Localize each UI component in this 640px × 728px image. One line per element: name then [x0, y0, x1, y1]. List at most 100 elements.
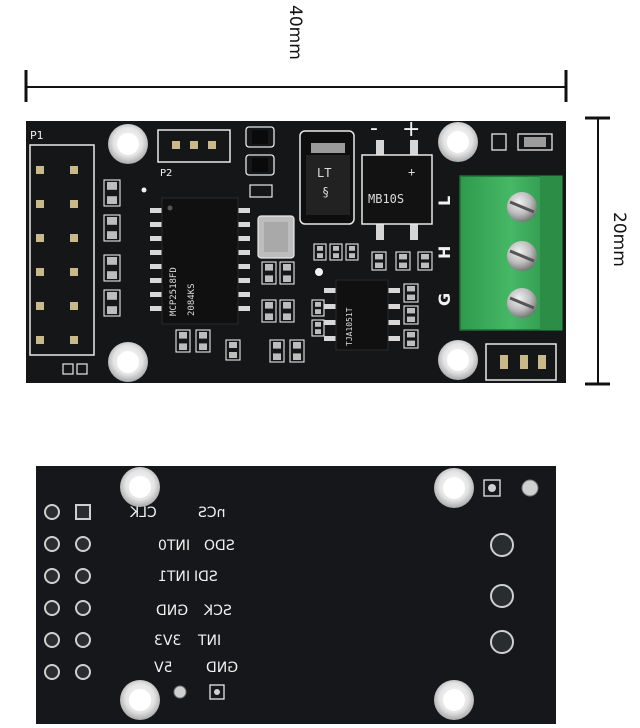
smd-pad — [107, 257, 117, 265]
smd-pad — [283, 264, 291, 271]
pin-label-grid: CLK nCS INT0 SDO INT1 SDI GND SCK 3V3 IN… — [129, 505, 238, 676]
pin-label-left: GND — [156, 603, 188, 619]
smd-pad — [229, 342, 237, 348]
smd-component — [175, 329, 191, 353]
pin-label-right: INT — [198, 633, 222, 649]
smd-component — [279, 261, 295, 285]
header-pin — [36, 268, 44, 276]
header-pin — [70, 268, 78, 276]
bottom-right-header — [485, 343, 557, 381]
width-dimension: 40mm — [24, 5, 568, 102]
smd-pad — [273, 353, 281, 360]
smd-pad — [283, 313, 291, 320]
smd-pad — [375, 262, 383, 268]
chip-leg — [150, 250, 164, 255]
solder-joint — [490, 533, 514, 557]
smd-pad — [315, 302, 321, 307]
smd-pad — [349, 253, 355, 258]
smd-component — [103, 179, 121, 207]
header-pin — [36, 166, 44, 174]
chip-leg — [150, 278, 164, 283]
terminal-h-label: H — [435, 246, 454, 259]
solder-joint — [44, 504, 60, 520]
smd-component — [403, 329, 419, 349]
smd-pad — [317, 246, 323, 251]
chip-leg — [150, 264, 164, 269]
smd-component — [103, 289, 121, 317]
chip-leg — [386, 336, 400, 341]
svg-text:MCP2518FD: MCP2518FD — [169, 267, 179, 316]
smd-pad — [315, 322, 321, 327]
solder-joint — [44, 632, 60, 648]
chip-leg — [236, 292, 250, 297]
solder-joint — [75, 632, 91, 648]
smd-pad — [399, 254, 407, 260]
solder-joint — [75, 568, 91, 584]
smd-pad — [317, 253, 323, 258]
smd-pad — [283, 302, 291, 309]
smd-component — [371, 251, 387, 271]
smd-component — [403, 305, 419, 325]
back-board: CLK nCS INT0 SDO INT1 SDI GND SCK 3V3 IN… — [36, 466, 556, 724]
smd-pad — [265, 275, 273, 282]
smd-pad — [407, 332, 415, 338]
chip-leg — [386, 288, 400, 293]
chip-leg — [236, 250, 250, 255]
smd-pad — [265, 313, 273, 320]
smd-pad — [107, 231, 117, 239]
plus-label: + — [402, 117, 420, 142]
smd-component — [345, 243, 359, 261]
chip-leg — [236, 278, 250, 283]
chip-leg — [324, 288, 338, 293]
chip-leg — [236, 222, 250, 227]
pin-label-right: SDO — [204, 538, 235, 554]
solder-joint — [75, 664, 91, 680]
smd-pad — [315, 309, 321, 314]
terminal-g-label: G — [435, 293, 454, 306]
smd-component — [311, 319, 325, 337]
chip-leg — [236, 208, 250, 213]
header-pin — [70, 166, 78, 174]
smd-component — [417, 251, 433, 271]
solder-joint — [490, 584, 514, 608]
smd-pad — [407, 316, 415, 322]
p1-header-pins — [36, 166, 78, 344]
smd-component — [313, 243, 327, 261]
smd-pad — [421, 254, 429, 260]
header-pin — [70, 302, 78, 310]
smd-pad — [293, 353, 301, 360]
pin-label-right: SCK — [203, 603, 232, 619]
can-transceiver-chip: TJA1051T — [324, 279, 400, 351]
chip-leg — [150, 222, 164, 227]
smd-pad — [199, 332, 207, 339]
smd-pad — [179, 332, 187, 339]
svg-text:TJA1051T: TJA1051T — [345, 307, 354, 346]
pin-label-right: nCS — [198, 505, 226, 521]
smd-pad — [421, 262, 429, 268]
svg-text:LT: LT — [317, 166, 331, 180]
solder-joint — [44, 600, 60, 616]
chip-leg — [236, 306, 250, 311]
smd-pad — [293, 342, 301, 349]
height-dimension: 20mm — [585, 116, 629, 386]
smd-pad — [265, 302, 273, 309]
smd-pad — [407, 286, 415, 292]
p1-label: P1 — [30, 129, 44, 142]
smd-component — [261, 261, 277, 285]
header-pin — [36, 302, 44, 310]
smd-component — [269, 339, 285, 363]
smd-pad — [107, 196, 117, 204]
p1-header-outline — [29, 144, 95, 356]
smd-pad — [407, 308, 415, 314]
smd-component — [279, 299, 295, 323]
smd-component — [195, 329, 211, 353]
smd-pad — [107, 292, 117, 300]
smd-component — [395, 251, 411, 271]
height-label: 20mm — [609, 212, 629, 267]
smd-component — [103, 214, 121, 242]
header-pin — [36, 200, 44, 208]
chip-leg — [324, 336, 338, 341]
chip-leg — [386, 320, 400, 325]
header-pin — [70, 234, 78, 242]
